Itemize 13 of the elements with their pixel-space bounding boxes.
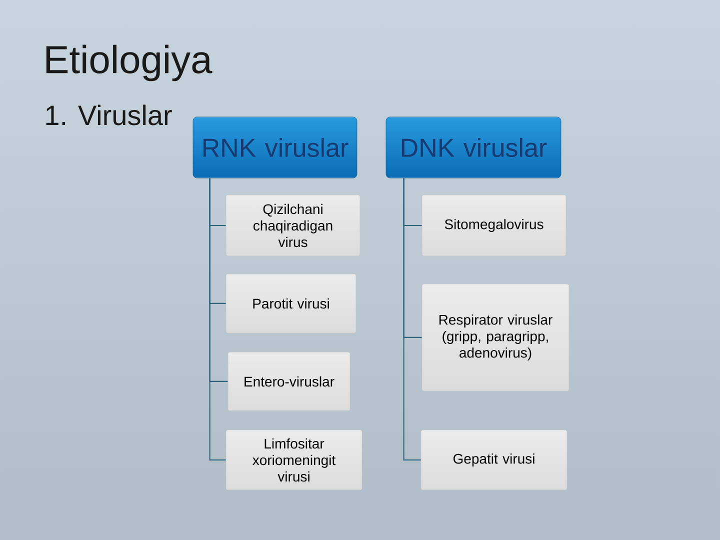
item-box: Respirator viruslar (gripp, paragripp, adenovirus)	[422, 284, 570, 392]
item-box: Limfositar xoriomeningit virusi	[226, 430, 362, 490]
category-box: DNK viruslar	[386, 116, 562, 178]
category-box: RNK viruslar	[192, 116, 358, 178]
title: Etiologiya	[46, 44, 212, 82]
subtitle: 1. Viruslar	[46, 104, 172, 126]
item-box: Entero-viruslar	[228, 352, 350, 412]
item-box: Sitomegalovirus	[422, 194, 566, 256]
item-box: Gepatit virusi	[420, 430, 568, 490]
connector-line	[403, 178, 421, 461]
connector-line	[209, 178, 226, 461]
item-box: Parotit virusi	[226, 274, 356, 334]
item-box: Qizilchani chaqiradigan virus	[226, 194, 360, 256]
